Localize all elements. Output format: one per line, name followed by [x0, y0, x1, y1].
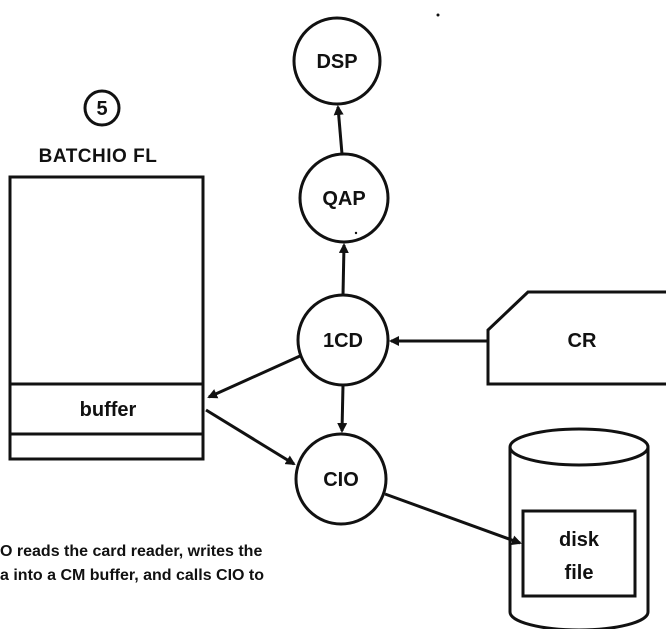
disk-file-box: [521, 509, 637, 598]
arrow-buffer-to-cio: [205, 408, 296, 466]
dsp-label: DSP: [316, 51, 357, 73]
disk-cylinder-body: [508, 447, 650, 629]
cio-node: [294, 432, 388, 526]
fl-title: BATCHIO FL: [39, 146, 158, 167]
disk-label-line2: file: [565, 562, 594, 584]
speck: [436, 13, 440, 17]
card-reader-shape: [486, 290, 666, 386]
speck: [354, 231, 358, 235]
arrow-qap-to-dsp: [333, 105, 344, 155]
caption-line: O reads the card reader, writes the: [0, 543, 263, 560]
batchio-fl-block: [8, 175, 205, 461]
cio-label: CIO: [323, 469, 359, 491]
disk-cylinder-top: [508, 427, 650, 467]
qap-label: QAP: [322, 188, 365, 210]
icd-label: 1CD: [323, 330, 363, 352]
dsp-node: [292, 16, 382, 106]
card-reader-label: CR: [568, 330, 597, 352]
step-number-label: 5: [96, 98, 107, 120]
arrow-icd-to-qap: [338, 243, 349, 296]
buffer-label: buffer: [80, 399, 137, 421]
caption-line: a into a CM buffer, and calls CIO to: [0, 567, 265, 584]
arrow-cio-to-disk: [384, 492, 522, 545]
arrow-icd-to-cio: [337, 384, 348, 433]
disk-label-line1: disk: [559, 529, 600, 551]
qap-node: [298, 152, 390, 244]
arrow-icd-to-buffer: [207, 354, 301, 399]
caption-paragraph: O reads the card reader, writes the a in…: [0, 540, 360, 588]
step-number-circle: [83, 89, 121, 127]
